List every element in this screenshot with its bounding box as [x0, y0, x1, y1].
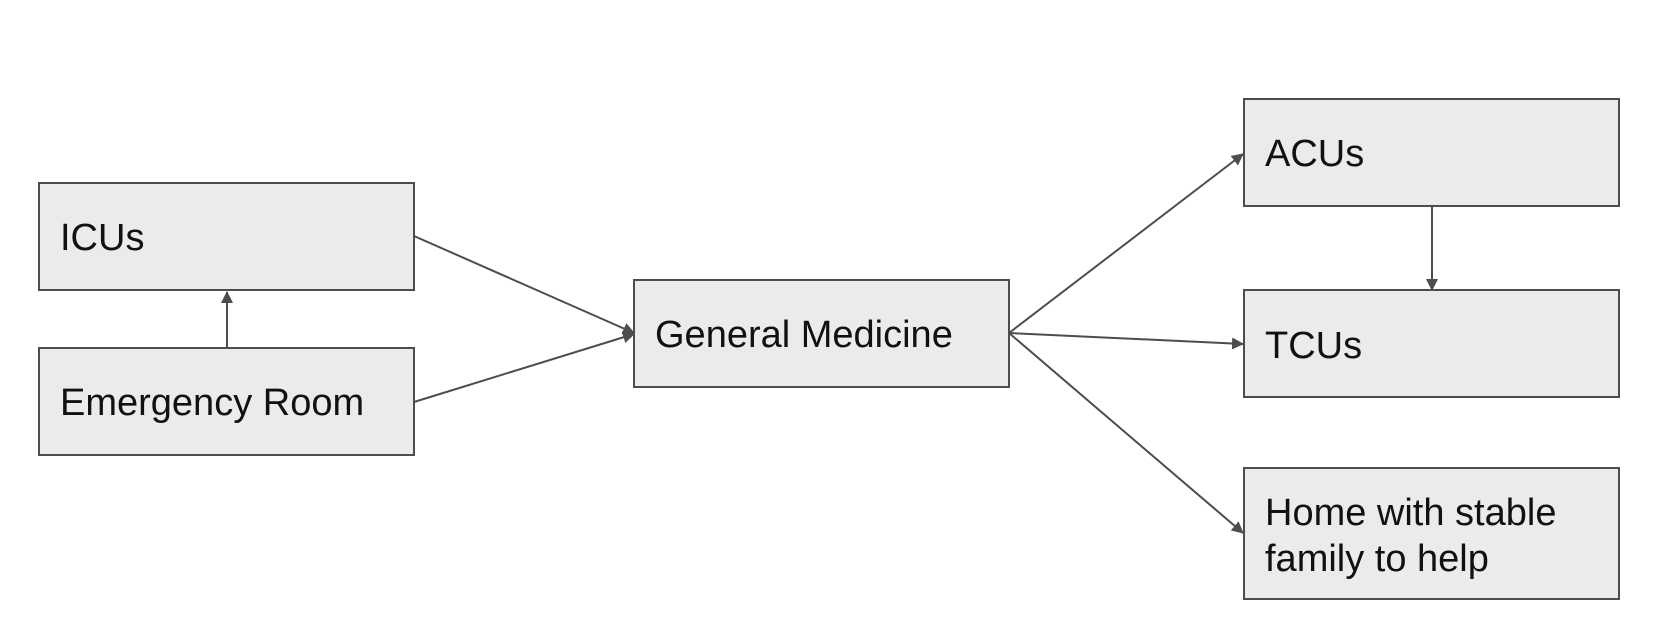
edge-general-medicine-to-home [1008, 332, 1244, 534]
node-emergency-room-box [38, 347, 415, 456]
edge-icus-to-general-medicine [413, 235, 635, 335]
edge-general-medicine-to-tcus [1008, 332, 1244, 350]
node-acus-box [1243, 98, 1620, 207]
node-home-box [1243, 467, 1620, 600]
node-home: Home with stable family to help [1243, 467, 1620, 600]
edge-emergency-to-general-medicine [413, 331, 635, 403]
node-acus: ACUs [1243, 98, 1620, 207]
edges [221, 153, 1438, 534]
node-emergency-room-label: Emergency Room [60, 382, 364, 424]
node-general-medicine-box [633, 279, 1010, 388]
node-tcus-box [1243, 289, 1620, 398]
node-emergency-room: Emergency Room [38, 347, 415, 456]
node-home-label-line2: family to help [1265, 538, 1489, 580]
node-icus: ICUs [38, 182, 415, 291]
edge-general-medicine-to-acus [1008, 153, 1244, 334]
node-general-medicine-label: General Medicine [655, 314, 953, 356]
node-acus-label: ACUs [1265, 133, 1364, 175]
node-home-label-line1: Home with stable [1265, 492, 1556, 534]
node-icus-label: ICUs [60, 217, 144, 259]
node-tcus-label: TCUs [1265, 325, 1362, 367]
node-tcus: TCUs [1243, 289, 1620, 398]
node-icus-box [38, 182, 415, 291]
node-general-medicine: General Medicine [633, 279, 1010, 388]
